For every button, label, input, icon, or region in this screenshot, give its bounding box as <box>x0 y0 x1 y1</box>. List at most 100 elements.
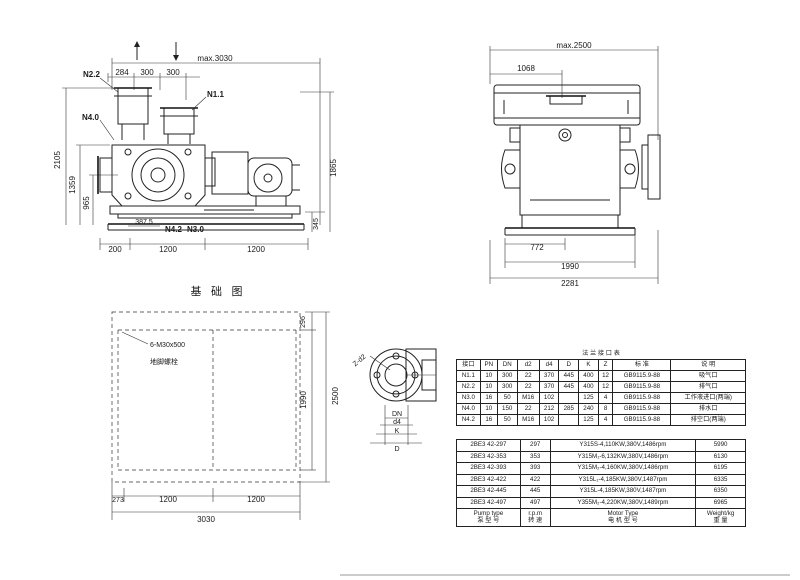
cell: 445 <box>519 485 551 498</box>
cell: GB9115.9-88 <box>612 381 672 393</box>
cell: N4.0 <box>456 403 481 415</box>
cell: 300 <box>496 381 518 393</box>
cell: 排水口 <box>670 403 746 415</box>
cell: 445 <box>558 381 580 393</box>
dim-772: 772 <box>530 243 544 252</box>
th: DN <box>496 359 518 371</box>
cell: 16 <box>479 392 498 404</box>
cell: M16 <box>516 392 540 404</box>
footer-cn: 重 量 <box>713 516 728 524</box>
dim-b200: 200 <box>108 245 122 254</box>
bolt-label: 6-M30x500 <box>150 342 185 349</box>
cell: 297 <box>519 439 551 452</box>
dim-max-length: max.3030 <box>197 54 233 63</box>
cell: 排空口(两端) <box>670 414 746 426</box>
dim-2500: 2500 <box>331 387 340 405</box>
foundation-plan: 基 础 图 6-M30x500 地脚螺栓 296 1990 2500 273 1… <box>111 285 340 524</box>
cell: 370 <box>538 381 560 393</box>
cell: Y315L-4,185KW,380V,1487rpm <box>549 485 697 498</box>
cell: Y315S-4,110KW,380V,1486rpm <box>549 439 697 452</box>
cell: Y315M₁-6,132KW,380V,1486rpm <box>549 450 697 463</box>
dim-f1200b: 1200 <box>247 495 265 504</box>
dim-d: D <box>394 446 399 453</box>
cell: N4.2 <box>456 414 481 426</box>
dim-1359: 1359 <box>68 176 77 194</box>
dim-f1200a: 1200 <box>159 495 177 504</box>
dim-1865: 1865 <box>329 159 338 177</box>
cell: 125 <box>578 414 599 426</box>
dim-1990-foundation: 1990 <box>299 391 308 409</box>
dim-345: 345 <box>313 218 320 230</box>
cell: 2BE3 42-393 <box>456 462 521 475</box>
dim-3030: 3030 <box>197 515 215 524</box>
cell: GB9115.9-88 <box>612 370 672 382</box>
footer-cn: 转 速 <box>528 516 543 524</box>
footer-en: Pump type <box>473 509 504 517</box>
cell <box>558 392 580 404</box>
dim-284: 284 <box>115 68 129 77</box>
cell: N2.2 <box>456 381 481 393</box>
bolt-sub-label: 地脚螺栓 <box>150 357 178 366</box>
cell: 12 <box>597 381 614 393</box>
dim-300b: 300 <box>166 68 180 77</box>
dim-1068: 1068 <box>517 64 535 73</box>
dim-2281: 2281 <box>561 279 579 288</box>
cell: 22 <box>516 403 540 415</box>
cell: Y315L₁-4,185KW,380V,1487rpm <box>549 473 697 486</box>
cell: GB9115.9-88 <box>612 403 672 415</box>
dim-300a: 300 <box>140 68 154 77</box>
cell: 400 <box>578 381 599 393</box>
dim-1990-side: 1990 <box>561 262 579 271</box>
footer-en: r.p.m <box>528 509 543 517</box>
cell: 50 <box>496 414 518 426</box>
cell: M16 <box>516 414 540 426</box>
cell: 16 <box>479 414 498 426</box>
cell: 22 <box>516 370 540 382</box>
cell: 6335 <box>695 473 746 486</box>
cell: 2BE3 42-445 <box>456 485 521 498</box>
footer-cn: 泵 型 号 <box>477 516 500 524</box>
cell: 150 <box>496 403 518 415</box>
dim-max-width: max.2500 <box>556 41 592 50</box>
cell: 445 <box>558 370 580 382</box>
cell: GB9115.9-88 <box>612 414 672 426</box>
cell: 8 <box>597 403 614 415</box>
cell: 102 <box>538 414 560 426</box>
dim-965: 965 <box>82 196 91 210</box>
foundation-title: 基 础 图 <box>191 285 246 298</box>
cell: 2BE3 42-422 <box>456 473 521 486</box>
cell: 12 <box>597 370 614 382</box>
cell: 2BE3 42-297 <box>456 439 521 452</box>
label-n11: N1.1 <box>207 90 224 99</box>
th: PN <box>479 359 498 371</box>
flange-table: 法 兰 接 口 表 接口 PN DN d2 d4 D K Z 标 准 说 明 N… <box>456 349 746 426</box>
dim-dn: DN <box>392 411 402 418</box>
dim-b1200a: 1200 <box>159 245 177 254</box>
flange-detail: Z-d2 DN d4 K D <box>352 348 437 453</box>
cell: 497 <box>519 496 551 509</box>
label-n22: N2.2 <box>83 70 100 79</box>
th: d2 <box>516 359 540 371</box>
cell: 6195 <box>695 462 746 475</box>
dim-d4: d4 <box>393 419 401 426</box>
dim-b1200b: 1200 <box>247 245 265 254</box>
cell: Y315M₂-4,160KW,380V,1486rpm <box>549 462 697 475</box>
cell: 4 <box>597 414 614 426</box>
th: d4 <box>538 359 560 371</box>
cell: 6130 <box>695 450 746 463</box>
cell: 370 <box>538 370 560 382</box>
cell: GB9115.9-88 <box>612 392 672 404</box>
cell: Y355M₂-4,220KW,380V,1489rpm <box>549 496 697 509</box>
front-view: max.3030 284 300 300 2105 1359 965 1865 … <box>53 41 338 254</box>
label-n42: N4.2 <box>165 225 182 234</box>
cell: 2BE3 42-497 <box>456 496 521 509</box>
